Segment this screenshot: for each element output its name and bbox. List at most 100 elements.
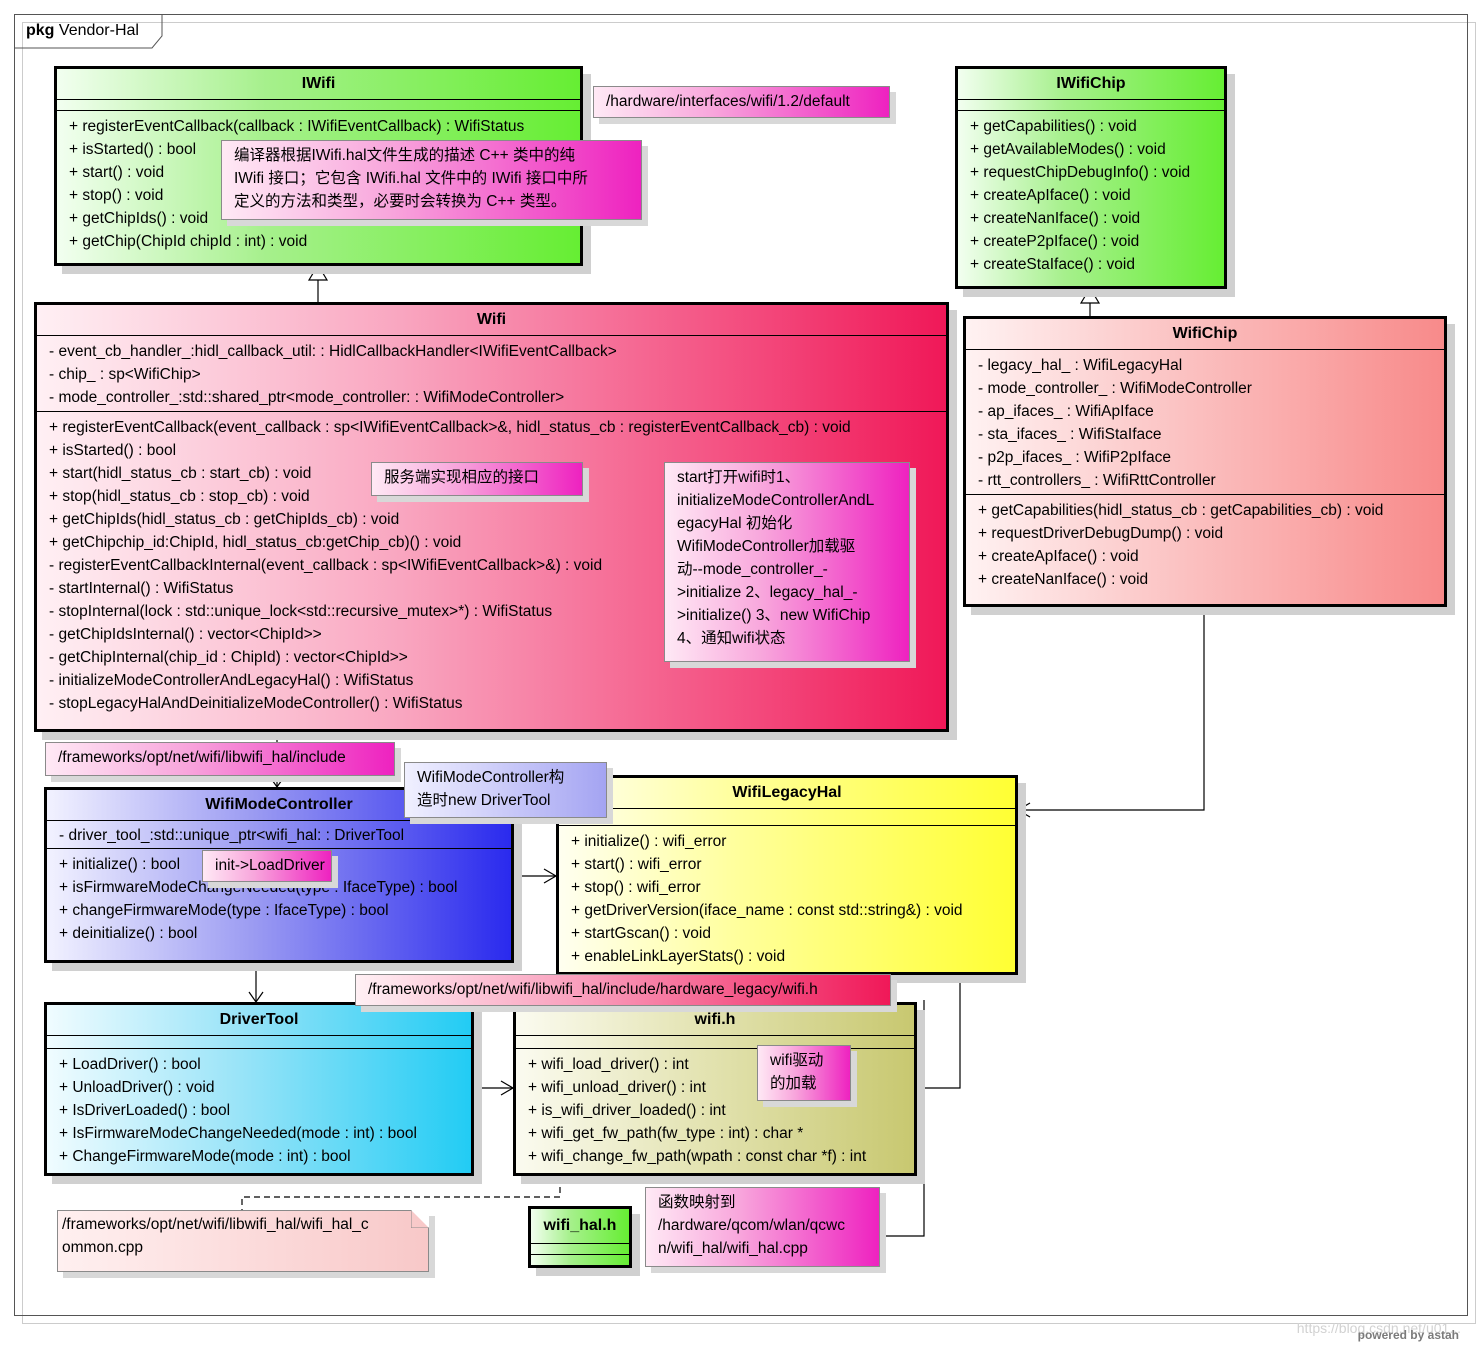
operation: + UnloadDriver() : void	[59, 1079, 215, 1096]
operation: + initialize() : wifi_error	[571, 833, 727, 850]
generalization-arrowhead	[307, 263, 329, 281]
note-line: 编译器根据IWifi.hal文件生成的描述 C++ 类中的纯	[234, 147, 576, 164]
note-line: /hardware/interfaces/wifi/1.2/default	[606, 93, 850, 110]
operation: + getChip(ChipId chipId : int) : void	[69, 233, 308, 250]
attribute: - chip_ : sp<WifiChip>	[49, 366, 201, 383]
diagram-frame	[14, 14, 1468, 1316]
note-line: IWifi 接口；它包含 IWifi.hal 文件中的 IWifi 接口中所	[234, 170, 588, 187]
attribute-compartment	[531, 1243, 629, 1254]
class-drivertool[interactable]: DriverTool + LoadDriver() : bool + Unloa…	[44, 1002, 474, 1176]
class-name: wifi.h	[694, 1011, 736, 1028]
note-line: 定义的方法和类型，必要时会转换为 C++ 类型。	[234, 193, 567, 210]
association-wifichip-legacyhal	[1018, 606, 1205, 811]
attribute-compartment	[559, 808, 1015, 825]
operation: + initialize() : bool	[59, 856, 181, 873]
operations-compartment: + LoadDriver() : bool + UnloadDriver() :…	[47, 1048, 471, 1170]
attribute: - mode_controller_ : WifiModeController	[978, 380, 1252, 397]
note-line: egacyHal 初始化	[677, 515, 793, 532]
powered-by-label: powered by astah	[1357, 1328, 1459, 1342]
class-wifi-hal-h[interactable]: wifi_hal.h	[528, 1206, 632, 1268]
operation: + stop() : wifi_error	[571, 879, 701, 896]
class-wifi-h[interactable]: wifi.h + wifi_load_driver() : int + wifi…	[513, 1002, 917, 1176]
class-wifichip[interactable]: WifiChip - legacy_hal_ : WifiLegacyHal -…	[963, 316, 1447, 607]
generalization-arrowhead	[1079, 286, 1101, 304]
note-line: ommon.cpp	[62, 1239, 143, 1256]
operation: - registerEventCallbackInternal(event_ca…	[49, 557, 603, 574]
attribute: - rtt_controllers_ : WifiRttController	[978, 472, 1216, 489]
operation: + LoadDriver() : bool	[59, 1056, 201, 1073]
note-anchor-funcmap	[880, 1000, 925, 1237]
operation: + IsDriverLoaded() : bool	[59, 1102, 231, 1119]
attribute: - ap_ifaces_ : WifiApIface	[978, 403, 1154, 420]
operation: + stop(hidl_status_cb : stop_cb) : void	[49, 488, 310, 505]
operation: + createNanIface() : void	[970, 210, 1141, 227]
note-line: >initialize 2、legacy_hal_-	[677, 584, 858, 601]
class-name: Wifi	[476, 311, 507, 328]
attribute: - mode_controller_:std::shared_ptr<mode_…	[49, 389, 565, 406]
operation: + createApIface() : void	[970, 187, 1131, 204]
operation: + wifi_get_fw_path(fw_type : int) : char…	[528, 1125, 804, 1142]
operation: - stopInternal(lock : std::unique_lock<s…	[49, 603, 553, 620]
note-line: /hardware/qcom/wlan/qcwc	[658, 1217, 845, 1234]
attribute: - p2p_ifaces_ : WifiP2pIface	[978, 449, 1171, 466]
note-line: 动--mode_controller_-	[677, 561, 828, 578]
operation: + start(hidl_status_cb : start_cb) : voi…	[49, 465, 312, 482]
operation: + requestChipDebugInfo() : void	[970, 164, 1191, 181]
class-wifilegacyhal[interactable]: WifiLegacyHal + initialize() : wifi_erro…	[556, 775, 1018, 975]
note-server-impl: 服务端实现相应的接口	[371, 462, 583, 496]
note-line: 4、通知wifi状态	[677, 630, 786, 647]
operation: + deinitialize() : bool	[59, 925, 198, 942]
operations-compartment: + wifi_load_driver() : int + wifi_unload…	[516, 1048, 914, 1170]
note-compiler: 编译器根据IWifi.hal文件生成的描述 C++ 类中的纯 IWifi 接口；…	[221, 140, 642, 220]
note-include-path: /frameworks/opt/net/wifi/libwifi_hal/inc…	[45, 742, 395, 776]
attributes-compartment: - event_cb_handler_:hidl_callback_util: …	[37, 335, 946, 411]
operation: + wifi_load_driver() : int	[528, 1056, 689, 1073]
note-line: start打开wifi时1、	[677, 469, 801, 486]
operations-compartment: + initialize() : bool + isFirmwareModeCh…	[47, 848, 511, 947]
attribute: - event_cb_handler_:hidl_callback_util: …	[49, 343, 617, 360]
operations-compartment: + initialize() : wifi_error + start() : …	[559, 825, 1015, 970]
class-name: WifiLegacyHal	[732, 784, 842, 801]
note-fold-corner	[411, 1210, 429, 1228]
package-keyword: pkg	[26, 22, 55, 39]
watermark: https://blog.csdn.net/u01...	[1296, 1320, 1461, 1336]
note-func-map: 函数映射到 /hardware/qcom/wlan/qcwc n/wifi_ha…	[645, 1187, 880, 1267]
operations-compartment: + getCapabilities() : void + getAvailabl…	[958, 110, 1224, 278]
note-line: /frameworks/opt/net/wifi/libwifi_hal/inc…	[368, 981, 818, 998]
note-default-path: /hardware/interfaces/wifi/1.2/default	[593, 86, 890, 118]
note-line: /frameworks/opt/net/wifi/libwifi_hal/inc…	[58, 749, 346, 766]
association-legacyhal-wifih	[916, 975, 961, 1089]
operation: + isStarted() : bool	[69, 141, 197, 158]
operation: + changeFirmwareMode(type : IfaceType) :…	[59, 902, 389, 919]
operation: + getDriverVersion(iface_name : const st…	[571, 902, 963, 919]
operation: - stopLegacyHalAndDeinitializeModeContro…	[49, 695, 463, 712]
operation: + startGscan() : void	[571, 925, 711, 942]
attribute-compartment	[57, 99, 580, 110]
operation: + createNanIface() : void	[978, 571, 1149, 588]
diagram-frame-shadow	[22, 22, 1476, 1324]
operation: + isFirmwareModeChangeNeeded(type : Ifac…	[59, 879, 458, 896]
operation: + getCapabilities() : void	[970, 118, 1137, 135]
class-name: wifi_hal.h	[543, 1217, 617, 1234]
operation: + registerEventCallback(callback : IWifi…	[69, 118, 525, 135]
class-name: IWifiChip	[1056, 75, 1126, 92]
operation: + is_wifi_driver_loaded() : int	[528, 1102, 726, 1119]
attribute-compartment	[47, 1035, 471, 1048]
arrowhead-open	[1016, 802, 1031, 818]
class-iwifichip[interactable]: IWifiChip + getCapabilities() : void + g…	[955, 66, 1227, 289]
operation: + wifi_change_fw_path(wpath : const char…	[528, 1148, 867, 1165]
package-tab-outline	[14, 14, 163, 49]
note-line: 的加载	[770, 1075, 817, 1092]
operation: + requestDriverDebugDump() : void	[978, 525, 1224, 542]
operation: + wifi_unload_driver() : int	[528, 1079, 706, 1096]
operation: + createP2pIface() : void	[970, 233, 1140, 250]
operation: + getAvailableModes() : void	[970, 141, 1166, 158]
operations-compartment: + registerEventCallback(callback : IWifi…	[57, 110, 580, 255]
operation: + start() : void	[69, 164, 165, 181]
note-modectrl-ctor: WifiModeController构 造时new DriverTool	[404, 762, 607, 818]
class-name: WifiModeController	[205, 796, 353, 813]
operations-compartment: + getCapabilities(hidl_status_cb : getCa…	[966, 494, 1444, 593]
operation: + getChipIds() : void	[69, 210, 209, 227]
note-init-load: init->LoadDriver	[202, 850, 332, 882]
note-line: wifi驱动	[770, 1052, 824, 1069]
